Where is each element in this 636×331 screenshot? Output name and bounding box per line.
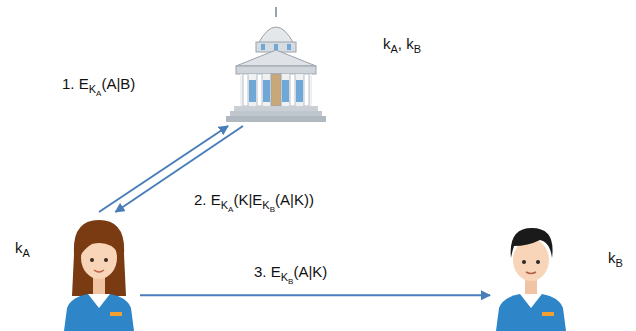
text-glyph: K [89, 83, 96, 95]
key-label: kB [608, 248, 623, 269]
text-glyph: A [96, 89, 101, 98]
text-glyph: ( [101, 75, 106, 92]
text-glyph: ) [309, 191, 314, 208]
text-glyph [402, 35, 406, 52]
text-glyph: A [391, 43, 398, 55]
text-glyph: B [414, 43, 421, 55]
text-glyph: E [252, 191, 262, 208]
text-glyph: K [221, 199, 228, 211]
text-glyph: | [248, 191, 252, 208]
text-glyph: 3 [254, 263, 262, 280]
text-glyph [75, 75, 79, 92]
text-glyph: . [262, 263, 266, 280]
text-glyph: B [120, 75, 130, 92]
text-glyph: K [294, 191, 304, 208]
text-glyph: E [211, 191, 221, 208]
text-glyph: ) [130, 75, 135, 92]
text-glyph: B [270, 205, 275, 214]
text-glyph: . [70, 75, 74, 92]
bob-icon [490, 212, 572, 331]
text-glyph: ) [304, 191, 309, 208]
server-building-icon [226, 4, 326, 126]
text-glyph: 2 [194, 191, 202, 208]
person-node: kA [58, 212, 140, 331]
text-glyph: A [298, 263, 308, 280]
text-glyph: K [262, 199, 269, 211]
text-glyph: E [271, 263, 281, 280]
message-label: 1. EKA(A|B) [60, 74, 137, 97]
text-glyph [207, 191, 211, 208]
text-glyph: ( [275, 191, 280, 208]
key-label: kA [15, 238, 30, 259]
text-glyph: A [106, 75, 116, 92]
message-label: 3. EKB(A|K) [252, 262, 329, 285]
text-glyph: ) [322, 263, 327, 280]
alice-icon [58, 212, 140, 331]
text-glyph: | [290, 191, 294, 208]
text-glyph: . [202, 191, 206, 208]
message-label: 2. EKA(K|EKB(A|K)) [192, 190, 316, 213]
text-glyph: B [288, 277, 293, 286]
server-node: kA, kB [226, 4, 326, 126]
text-glyph [267, 263, 271, 280]
text-glyph: k [15, 239, 23, 256]
text-glyph: ( [233, 191, 238, 208]
text-glyph: B [616, 257, 623, 269]
text-glyph: K [238, 191, 248, 208]
text-glyph: k [608, 249, 616, 266]
person-node: kB [490, 212, 572, 331]
text-glyph: A [23, 247, 30, 259]
text-glyph: | [116, 75, 120, 92]
text-glyph: E [79, 75, 89, 92]
message-arrow [115, 126, 243, 212]
message-arrow [140, 294, 490, 296]
key-label: kA, kB [383, 34, 421, 55]
text-glyph: 1 [62, 75, 70, 92]
text-glyph: K [281, 271, 288, 283]
text-glyph: A [280, 191, 290, 208]
text-glyph: k [383, 35, 391, 52]
text-glyph: ( [293, 263, 298, 280]
text-glyph: | [308, 263, 312, 280]
text-glyph: A [228, 205, 233, 214]
text-glyph: K [312, 263, 322, 280]
text-glyph: k [406, 35, 414, 52]
text-glyph: , [398, 35, 402, 52]
